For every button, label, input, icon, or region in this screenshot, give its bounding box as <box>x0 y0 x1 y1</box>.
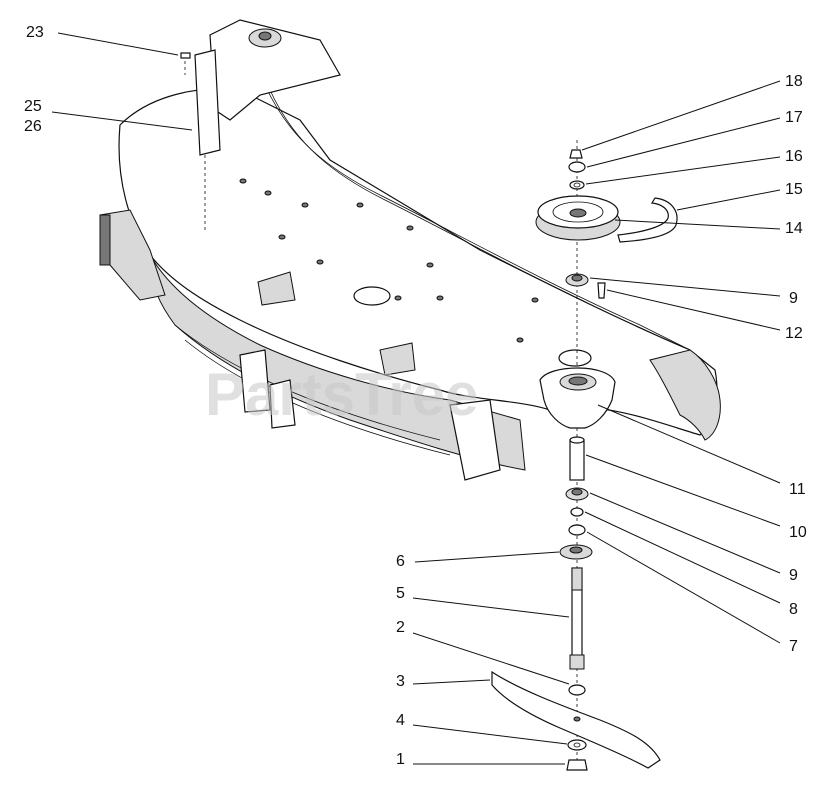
callout-23: 23 <box>26 24 44 41</box>
mower-deck <box>99 19 721 481</box>
callout-14: 14 <box>785 220 803 237</box>
callout-3: 3 <box>396 673 405 690</box>
callout-12: 12 <box>785 325 803 342</box>
callout-5: 5 <box>396 585 405 602</box>
callout-1: 1 <box>396 751 405 768</box>
callout-10: 10 <box>789 524 807 541</box>
callout-16: 16 <box>785 148 803 165</box>
callout-6: 6 <box>396 553 405 570</box>
callout-15: 15 <box>785 181 803 198</box>
callout-4: 4 <box>396 712 405 729</box>
callout-labels: 23 25 26 18 17 16 15 14 9 12 11 10 9 8 7… <box>24 24 807 768</box>
spindle-assembly <box>180 52 678 771</box>
callout-11: 11 <box>789 481 806 498</box>
callout-18: 18 <box>785 73 803 90</box>
callout-8: 8 <box>789 601 798 618</box>
leader-lines <box>51 32 781 765</box>
deck-holes <box>239 178 539 343</box>
callout-9-lower: 9 <box>789 567 798 584</box>
callout-26: 26 <box>24 118 42 135</box>
callout-7: 7 <box>789 638 798 655</box>
callout-9-upper: 9 <box>789 290 798 307</box>
callout-25: 25 <box>24 98 42 115</box>
callout-2: 2 <box>396 619 405 636</box>
callout-17: 17 <box>785 109 803 126</box>
watermark: PartsTree <box>205 361 479 428</box>
